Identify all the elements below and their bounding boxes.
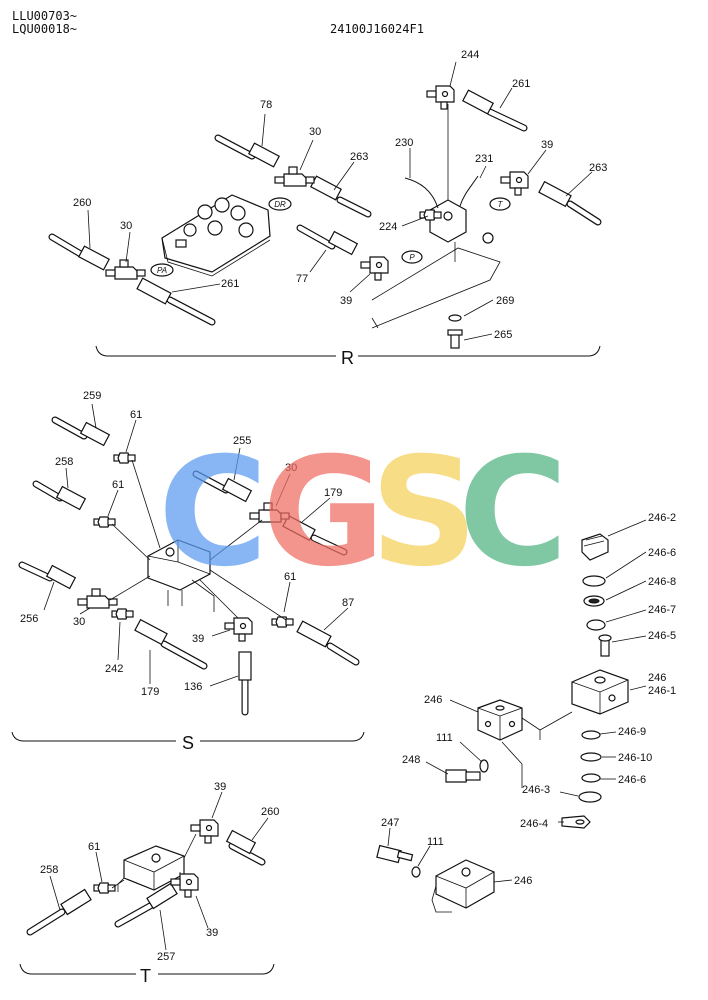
callout-136: 136: [184, 681, 202, 693]
section-t: 39 260 61 258 39 257 T: [19, 781, 279, 986]
block-246-upper: [445, 699, 573, 788]
leader-lines-s: [43, 403, 349, 687]
lines-t: [111, 833, 197, 889]
section-t-label: T: [140, 966, 151, 986]
callout-111-upper: 111: [436, 732, 453, 744]
callout-224: 224: [379, 221, 397, 233]
callout-111-lower: 111: [427, 836, 444, 848]
callout-263-right: 263: [589, 162, 607, 174]
fittings-r: [105, 85, 529, 349]
callout-39: 39: [541, 139, 553, 151]
section-s: 259 61 255 258 61 30 179 256 30 242 179 …: [11, 390, 365, 753]
callout-261: 261: [512, 78, 530, 90]
callout-244: 244: [461, 49, 479, 61]
hoses-s: [18, 416, 360, 716]
callouts-s: 259 61 255 258 61 30 179 256 30 242 179 …: [20, 390, 354, 698]
callout-258-t: 258: [40, 864, 58, 876]
callout-246-3: 246-3: [522, 784, 550, 796]
callout-265: 265: [494, 329, 512, 341]
callout-246-right: 246: [648, 672, 666, 684]
callout-39-t-low: 39: [206, 927, 218, 939]
serial-range-2: LQU00018~: [12, 22, 78, 36]
callout-61-top: 61: [130, 409, 142, 421]
lines-s: [109, 459, 287, 621]
callout-61-mid: 61: [112, 479, 124, 491]
callout-260-t: 260: [261, 806, 279, 818]
callout-246-9: 246-9: [618, 726, 646, 738]
port-tag-dr: DR: [274, 200, 286, 209]
callout-263-left: 263: [350, 151, 368, 163]
callout-230: 230: [395, 137, 413, 149]
callout-248: 248: [402, 754, 420, 766]
hoses-r: [48, 89, 602, 326]
callout-246-5: 246-5: [648, 630, 676, 642]
block-detail: 246-2 246-6 246-8 246-7 246-5 246 246-1 …: [376, 512, 676, 913]
leader-lines-r: [87, 61, 593, 341]
callout-246-lower: 246: [514, 875, 532, 887]
section-t-bracket: [19, 963, 275, 975]
callout-61-t: 61: [88, 841, 100, 853]
port-tags-r: PA DR P T: [150, 197, 511, 277]
port-tag-pa: PA: [157, 266, 167, 275]
callout-179-top: 179: [324, 487, 342, 499]
block-exploded-parts: [561, 533, 629, 829]
callout-39-s: 39: [192, 633, 204, 645]
callout-77: 77: [296, 273, 308, 285]
callout-39-lower: 39: [340, 295, 352, 307]
callout-255: 255: [233, 435, 251, 447]
callout-246-6-low: 246-6: [618, 774, 646, 786]
callout-257: 257: [157, 951, 175, 963]
port-tag-t: T: [498, 200, 504, 209]
control-valve-block: [161, 194, 271, 277]
callout-30-s: 30: [285, 462, 297, 474]
section-s-bracket: [11, 731, 365, 742]
valve-bracket: [371, 104, 501, 329]
callout-87: 87: [342, 597, 354, 609]
serial-range-1: LLU00703~: [12, 9, 78, 23]
port-tag-p: P: [409, 253, 415, 262]
section-r-bracket: [95, 345, 601, 357]
leader-lines-t: [49, 791, 269, 951]
callout-242: 242: [105, 663, 123, 675]
callout-39-t-top: 39: [214, 781, 226, 793]
callout-246-4: 246-4: [520, 818, 548, 830]
callout-269: 269: [496, 295, 514, 307]
callout-78: 78: [260, 99, 272, 111]
callout-256: 256: [20, 613, 38, 625]
callout-259: 259: [83, 390, 101, 402]
callout-261-lower: 261: [221, 278, 239, 290]
drawing-number: 24100J16024F1: [330, 22, 424, 36]
watermark-letter-g: G: [262, 426, 386, 600]
manifold-s: [147, 539, 215, 612]
callout-231: 231: [475, 153, 493, 165]
leader-lines-detail: [387, 519, 647, 883]
callout-246-10: 246-10: [618, 752, 652, 764]
section-r: PA DR P T 244: [48, 49, 607, 368]
callout-246-1: 246-1: [648, 685, 676, 697]
block-246-lower: [376, 844, 495, 913]
callout-30-left: 30: [120, 220, 132, 232]
callout-247: 247: [381, 817, 399, 829]
watermark-letter-c1: C: [158, 426, 269, 600]
watermark-letter-s: S: [370, 426, 479, 600]
callout-179-low: 179: [141, 686, 159, 698]
callout-246-upper: 246: [424, 694, 442, 706]
callouts-detail: 246-2 246-6 246-8 246-7 246-5 246 246-1 …: [381, 512, 676, 887]
callout-61-right: 61: [284, 571, 296, 583]
callout-30-s-low: 30: [73, 616, 85, 628]
callout-260: 260: [73, 197, 91, 209]
callouts-r: 244 261 78 30 230 231 39 263 263 260 30 …: [73, 49, 607, 341]
section-s-label: S: [182, 733, 194, 753]
section-r-label: R: [341, 348, 354, 368]
callout-246-8: 246-8: [648, 576, 676, 588]
callouts-t: 39 260 61 258 39 257: [40, 781, 279, 963]
callout-30: 30: [309, 126, 321, 138]
callout-246-7: 246-7: [648, 604, 676, 616]
callout-246-2: 246-2: [648, 512, 676, 524]
watermark-letter-c2: C: [458, 426, 569, 600]
callout-246-6-top: 246-6: [648, 547, 676, 559]
hoses-t: [26, 829, 266, 936]
callout-258: 258: [55, 456, 73, 468]
